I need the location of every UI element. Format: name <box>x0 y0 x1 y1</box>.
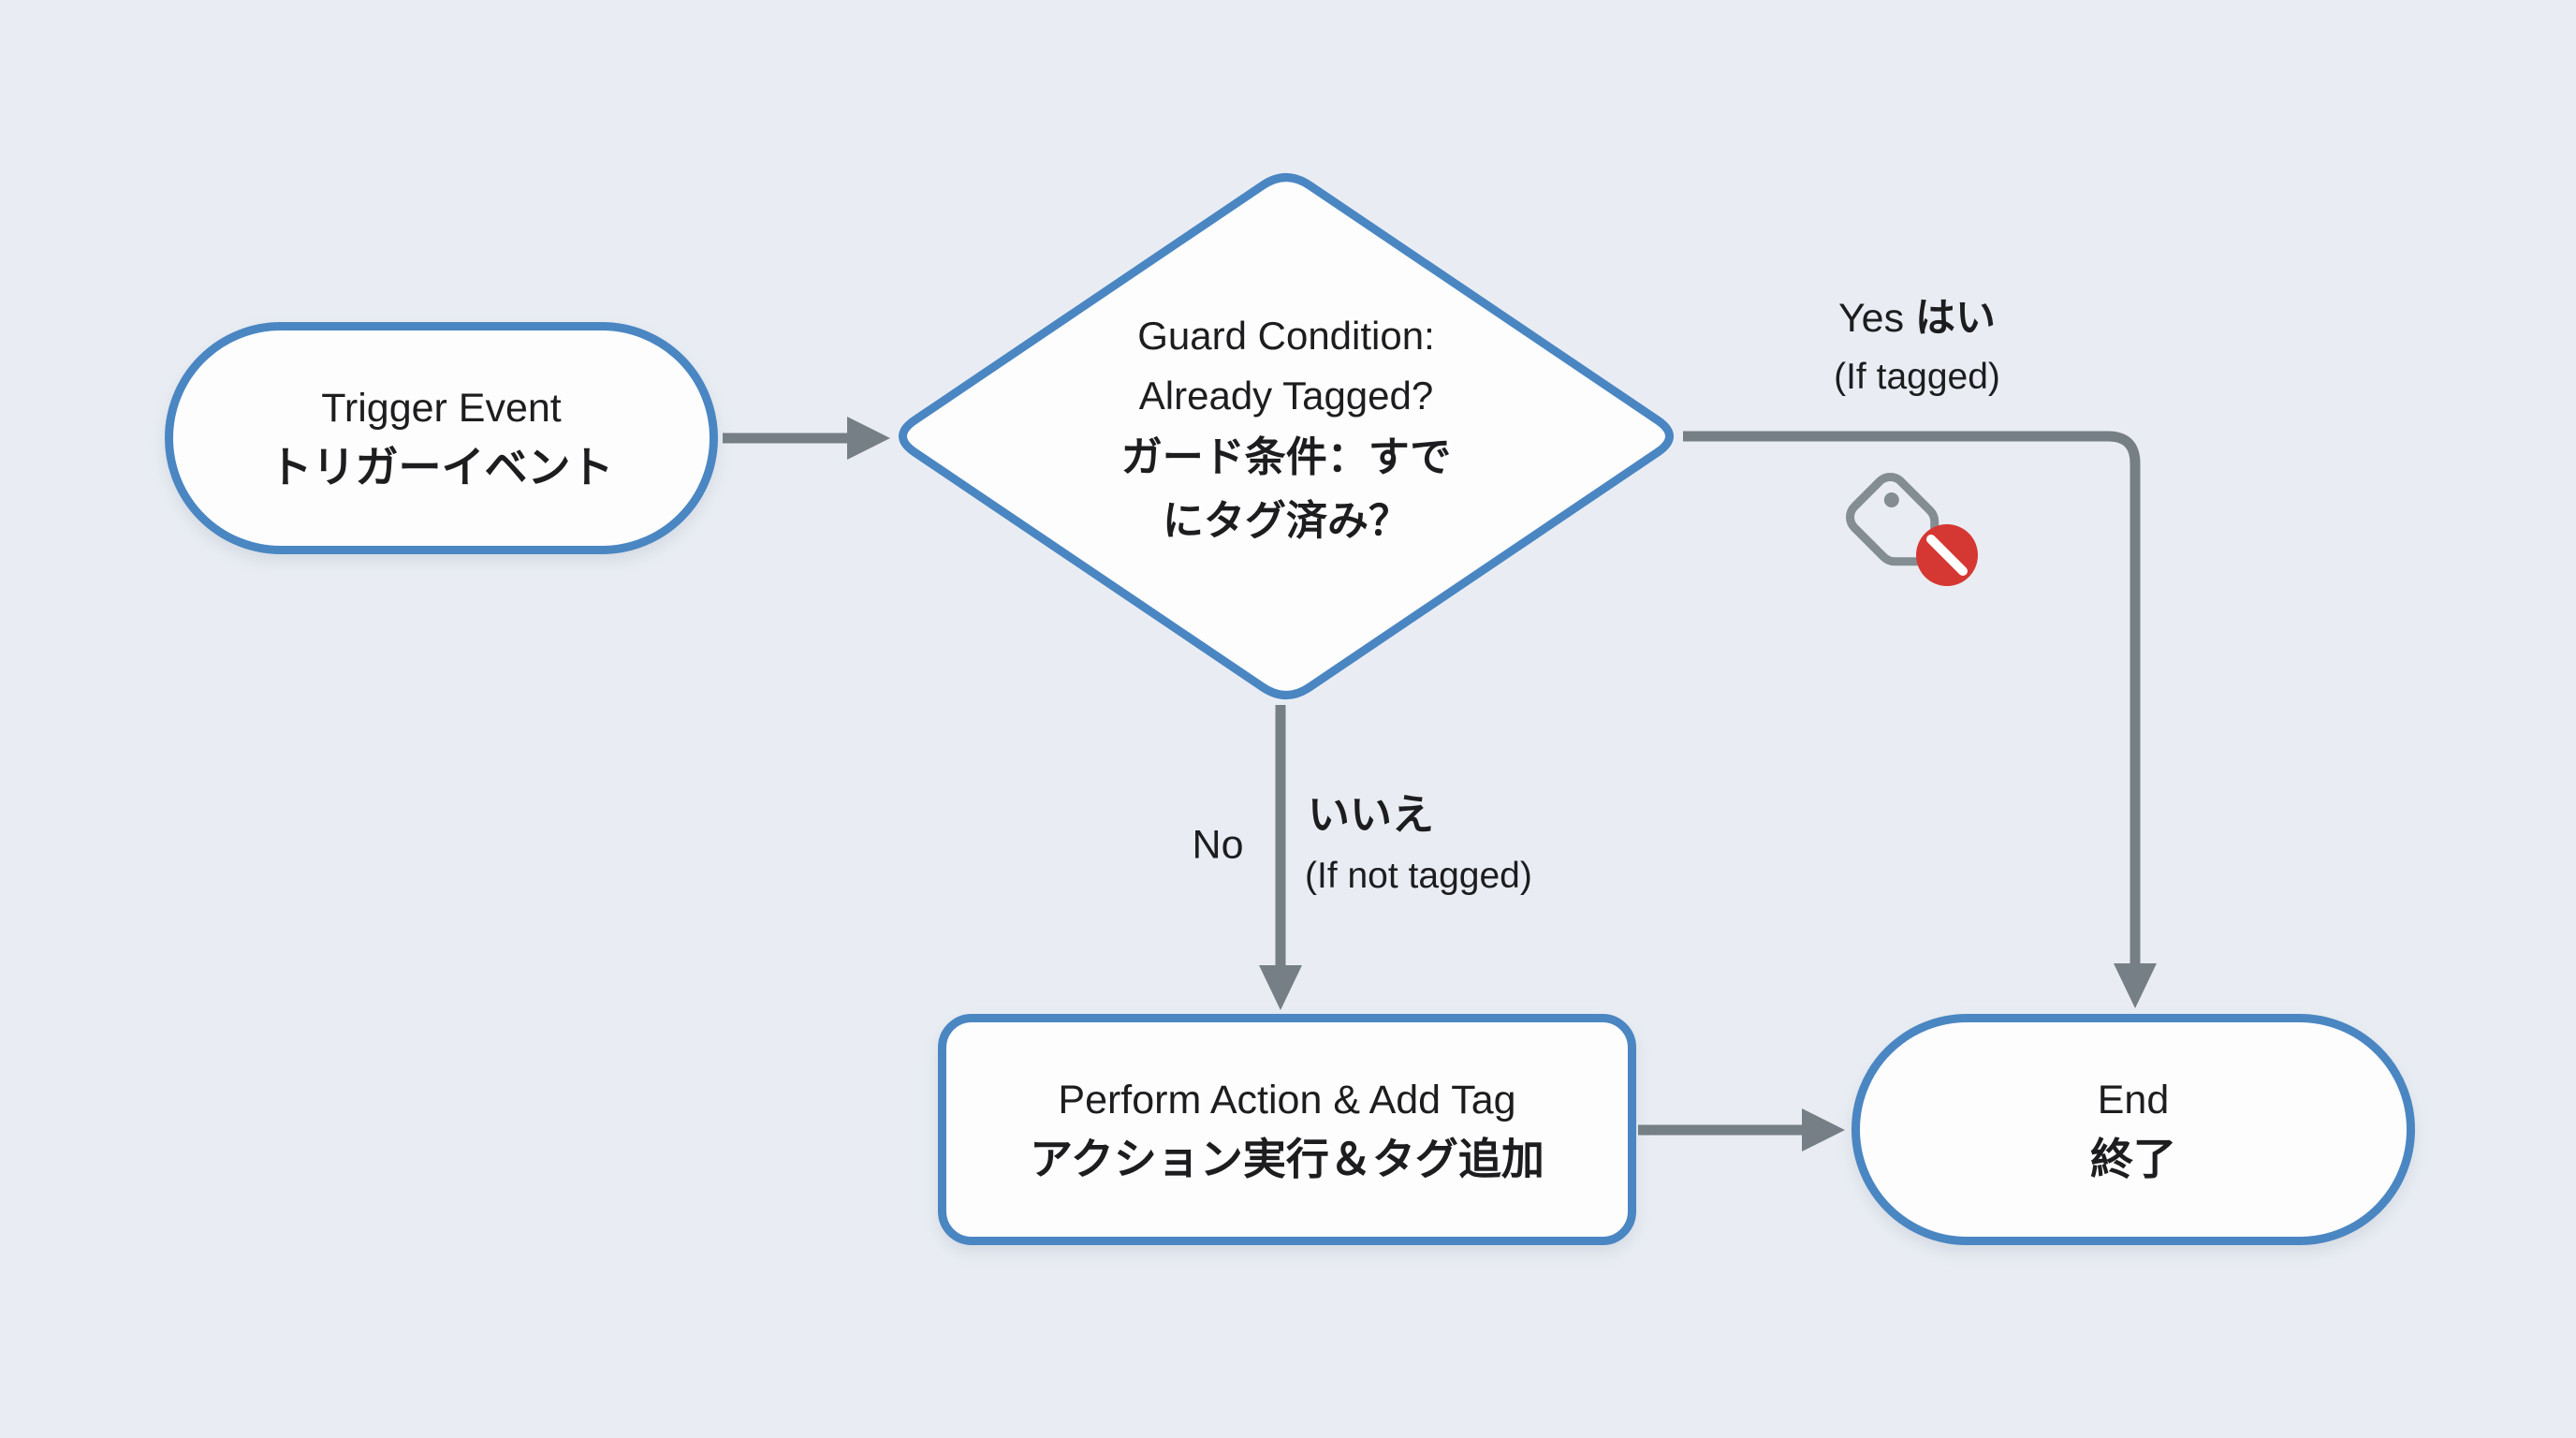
arrowhead-trigger-to-guard-icon <box>847 417 890 460</box>
guard-label: Guard Condition: Already Tagged? ガード条件：す… <box>987 306 1586 553</box>
prohibit-slash-icon <box>1926 535 1968 576</box>
guard-label-en-2: Already Tagged? <box>1138 374 1434 418</box>
node-guard-diamond <box>899 173 1674 699</box>
yes-label-en: Yes <box>1837 296 1905 341</box>
edge-label-no: No <box>1192 822 1244 868</box>
edge-sublabel-no: (If not tagged) <box>1305 856 1532 896</box>
tag-outline <box>1846 473 1939 566</box>
arrowhead-guard-yes-icon <box>2114 963 2157 1008</box>
end-label-ja: 終了 <box>2090 1134 2176 1183</box>
trigger-label-en: Trigger Event <box>321 386 562 431</box>
guard-label-en-1: Guard Condition: <box>1137 314 1435 358</box>
guard-label-ja-1: ガード条件：すで <box>1120 434 1452 480</box>
trigger-label-ja: トリガーイベント <box>269 443 614 492</box>
node-end: End 終了 <box>1852 1014 2415 1245</box>
yes-label-ja: はい <box>1915 296 1997 341</box>
edge-guard-yes <box>1683 431 2141 965</box>
end-label-en: End <box>2097 1077 2170 1123</box>
node-action: Perform Action & Add Tag アクション実行＆タグ追加 <box>938 1014 1636 1245</box>
node-trigger: Trigger Event トリガーイベント <box>165 322 718 554</box>
arrowhead-guard-no-icon <box>1259 965 1302 1010</box>
action-label-en: Perform Action & Add Tag <box>1058 1077 1516 1123</box>
edge-label-no-ja: いいえ <box>1308 790 1435 839</box>
guard-label-ja-2: にタグ済み？ <box>1163 498 1410 544</box>
tag-hole <box>1883 492 1899 508</box>
arrowhead-action-to-end-icon <box>1802 1108 1845 1152</box>
edge-sublabel-yes: (If tagged) <box>1834 357 2000 397</box>
tag-blocked-icon <box>1846 473 1978 586</box>
edge-label-yes: Yes はい <box>1838 286 1996 344</box>
action-label-ja: アクション実行＆タグ追加 <box>1030 1134 1544 1183</box>
